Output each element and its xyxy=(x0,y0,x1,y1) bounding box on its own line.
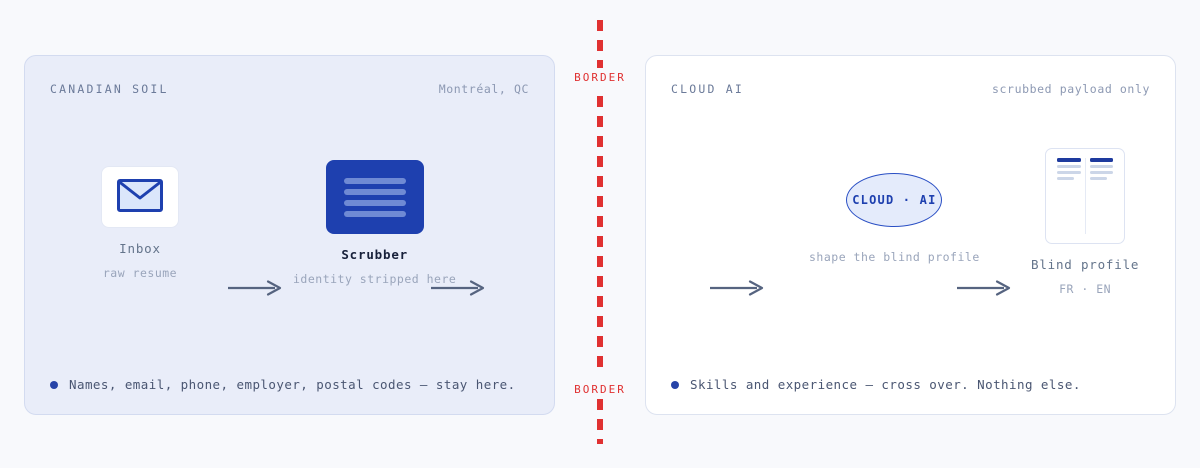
bullet-dot-icon xyxy=(50,380,58,389)
inbox-art xyxy=(101,166,179,228)
right-footer-text: Skills and experience — cross over. Noth… xyxy=(690,377,1081,392)
cloud-badge-text: CLOUD · AI xyxy=(852,193,937,207)
left-panel-footer: Names, email, phone, employer, postal co… xyxy=(50,377,516,392)
scrubber-bar xyxy=(343,188,406,195)
left-footer-text: Names, email, phone, employer, postal co… xyxy=(69,377,516,392)
document-text-line xyxy=(1057,171,1081,174)
envelope-icon xyxy=(117,178,163,216)
arrow-border-to-cloud xyxy=(710,279,766,297)
document-text-line xyxy=(1089,177,1107,180)
border-dash-segment xyxy=(597,399,603,444)
left-panel-kicker: CANADIAN SOIL xyxy=(50,82,169,96)
arrow-scrubber-to-border xyxy=(431,279,487,297)
document-text-line xyxy=(1089,165,1114,168)
cloud-sublabel: shape the blind profile xyxy=(809,250,980,264)
document-column xyxy=(1084,158,1118,234)
right-panel-header: CLOUD AI scrubbed payload only xyxy=(671,82,1150,96)
cloud-ai-panel: CLOUD AI scrubbed payload only CLOUD · A… xyxy=(645,55,1176,415)
scrubber-sublabel: identity stripped here xyxy=(293,272,457,286)
document-icon xyxy=(1045,148,1126,244)
document-text-line xyxy=(1057,165,1081,168)
left-panel-header: CANADIAN SOIL Montréal, QC xyxy=(50,82,529,96)
node-cloud-ai[interactable]: CLOUD · AI shape the blind profile xyxy=(809,173,980,264)
right-flow-row: CLOUD · AI shape the blind profile xyxy=(646,148,1175,356)
right-panel-meta: scrubbed payload only xyxy=(992,82,1150,96)
scrubber-art xyxy=(325,160,424,234)
canadian-soil-panel: CANADIAN SOIL Montréal, QC Inb xyxy=(24,55,555,415)
blind-profile-label: Blind profile xyxy=(1031,257,1140,272)
node-scrubber[interactable]: Scrubber identity stripped here xyxy=(293,160,456,286)
arrow-cloud-to-profile xyxy=(957,279,1013,297)
scrubber-block-icon xyxy=(325,160,424,234)
node-inbox[interactable]: Inbox raw resume xyxy=(101,166,179,280)
border-dash-segment xyxy=(597,96,603,371)
border-label-bottom: BORDER xyxy=(574,383,626,396)
right-panel-footer: Skills and experience — cross over. Noth… xyxy=(671,377,1081,392)
scrubber-bar xyxy=(343,199,406,206)
document-art xyxy=(1045,148,1126,244)
right-panel-kicker: CLOUD AI xyxy=(671,82,744,96)
inbox-tile xyxy=(101,166,179,228)
border-divider xyxy=(597,0,603,468)
arrow-inbox-to-scrubber xyxy=(228,279,284,297)
bullet-dot-icon xyxy=(671,380,679,389)
scrubber-bar xyxy=(343,177,406,184)
left-panel-location: Montréal, QC xyxy=(438,82,529,96)
document-text-line xyxy=(1057,177,1075,180)
scrubber-label: Scrubber xyxy=(341,247,408,262)
cloud-ellipse-icon: CLOUD · AI xyxy=(846,173,943,227)
document-column xyxy=(1053,158,1085,234)
cloud-art: CLOUD · AI xyxy=(846,173,943,227)
border-dash-segment xyxy=(597,20,603,68)
blind-profile-sublabel: FR · EN xyxy=(1059,282,1112,296)
node-blind-profile[interactable]: Blind profile FR · EN xyxy=(1031,148,1139,296)
document-heading-line xyxy=(1089,158,1114,162)
document-heading-line xyxy=(1057,158,1081,162)
scrubber-bar xyxy=(343,210,406,217)
border-label-top: BORDER xyxy=(574,71,626,84)
document-text-line xyxy=(1089,171,1114,174)
inbox-label: Inbox xyxy=(119,241,161,256)
inbox-sublabel: raw resume xyxy=(102,266,178,280)
left-flow-row: Inbox raw resume xyxy=(25,156,554,356)
